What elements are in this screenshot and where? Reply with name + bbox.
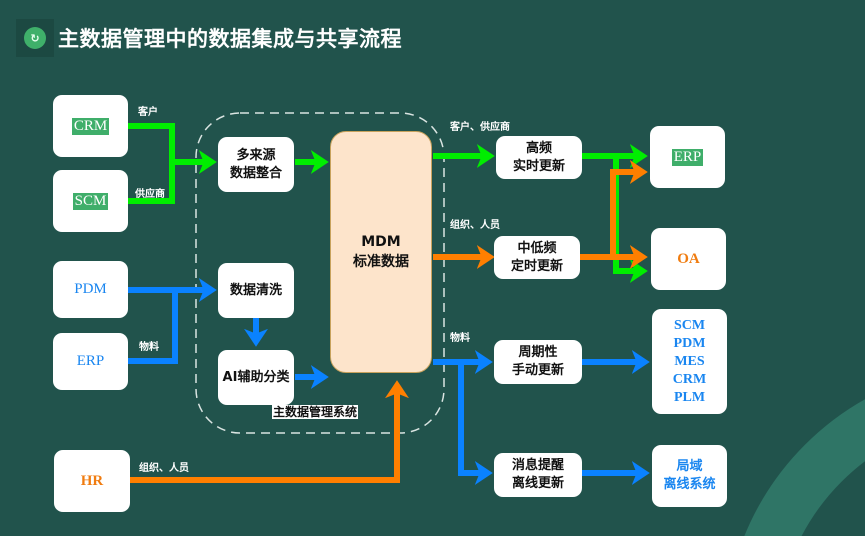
page-title: 主数据管理中的数据集成与共享流程 bbox=[58, 27, 402, 51]
step-ai-classify[interactable]: AI辅助分类 bbox=[218, 350, 294, 405]
step-cleanse-label: 数据清洗 bbox=[229, 282, 282, 298]
mdm-standard-data[interactable]: MDM 标准数据 bbox=[330, 131, 432, 373]
source-pdm-label: PDM bbox=[74, 281, 107, 297]
source-erp[interactable]: ERP bbox=[53, 333, 128, 390]
dist-mid-frequency[interactable]: 中低频 定时更新 bbox=[494, 236, 580, 279]
source-hr[interactable]: HR bbox=[54, 450, 130, 512]
flow-hr-to-mdm bbox=[130, 380, 409, 483]
mdm-system-label: 主数据管理系统 bbox=[272, 405, 359, 419]
target-pdm: PDM bbox=[673, 335, 706, 351]
dist-periodic[interactable]: 周期性 手动更新 bbox=[494, 340, 582, 384]
mdm-system-boundary bbox=[195, 112, 445, 434]
target-scm: SCM bbox=[673, 317, 706, 333]
dist-notify[interactable]: 消息提醒 离线更新 bbox=[494, 453, 582, 497]
source-crm[interactable]: CRM bbox=[53, 95, 128, 157]
label-hr-org: 组织、人员 bbox=[139, 463, 189, 474]
target-crm: CRM bbox=[672, 371, 707, 387]
mdm-subtitle: 标准数据 bbox=[353, 254, 409, 270]
target-plm: PLM bbox=[673, 389, 706, 405]
target-mes: MES bbox=[674, 353, 705, 369]
dist-notify-line1: 消息提醒 bbox=[511, 458, 564, 473]
dist-periodic-line2: 手动更新 bbox=[511, 363, 564, 378]
dist-mid-line2: 定时更新 bbox=[510, 258, 563, 274]
target-oa[interactable]: OA bbox=[651, 228, 726, 290]
dist-high-line2: 实时更新 bbox=[512, 158, 565, 174]
target-oa-label: OA bbox=[677, 250, 700, 267]
source-hr-label: HR bbox=[80, 472, 104, 489]
label-out-material: 物料 bbox=[450, 333, 470, 344]
step-integrate[interactable]: 多来源 数据整合 bbox=[218, 137, 294, 192]
target-offline-line1: 局域 bbox=[676, 459, 703, 474]
target-multi-systems[interactable]: SCM PDM MES CRM PLM bbox=[652, 309, 727, 414]
label-scm-supplier: 供应商 bbox=[135, 189, 165, 200]
label-crm-customer: 客户 bbox=[138, 107, 158, 118]
source-scm[interactable]: SCM bbox=[53, 170, 128, 232]
label-out-customer-supplier: 客户、供应商 bbox=[450, 122, 510, 133]
step-integrate-line1: 多来源 bbox=[236, 147, 276, 163]
source-crm-label: CRM bbox=[71, 117, 110, 135]
source-pdm[interactable]: PDM bbox=[53, 261, 128, 318]
step-ai-classify-label: AI辅助分类 bbox=[222, 369, 290, 385]
label-erp-material: 物料 bbox=[139, 342, 159, 353]
flow-mid-to-erp bbox=[610, 160, 648, 257]
flow-pdm-erp-to-cleanse bbox=[128, 287, 178, 364]
target-offline-system[interactable]: 局域 离线系统 bbox=[652, 445, 727, 507]
dist-high-frequency[interactable]: 高频 实时更新 bbox=[496, 136, 582, 179]
dist-periodic-line1: 周期性 bbox=[518, 345, 558, 360]
source-scm-label: SCM bbox=[72, 192, 109, 210]
dist-high-line1: 高频 bbox=[525, 140, 552, 156]
flow-mdm-to-notify bbox=[458, 362, 493, 485]
title-bar: ↻ 主数据管理中的数据集成与共享流程 bbox=[16, 19, 402, 57]
target-offline-line2: 离线系统 bbox=[663, 477, 716, 492]
step-cleanse[interactable]: 数据清洗 bbox=[218, 263, 294, 318]
refresh-icon: ↻ bbox=[24, 27, 46, 49]
source-erp-label: ERP bbox=[76, 353, 105, 369]
label-out-org: 组织、人员 bbox=[450, 220, 500, 231]
mdm-title: MDM bbox=[361, 234, 401, 250]
dist-notify-line2: 离线更新 bbox=[511, 476, 564, 491]
step-integrate-line2: 数据整合 bbox=[229, 165, 282, 181]
target-erp[interactable]: ERP bbox=[650, 126, 725, 188]
dist-mid-line1: 中低频 bbox=[517, 240, 557, 256]
target-erp-label: ERP bbox=[671, 148, 704, 166]
